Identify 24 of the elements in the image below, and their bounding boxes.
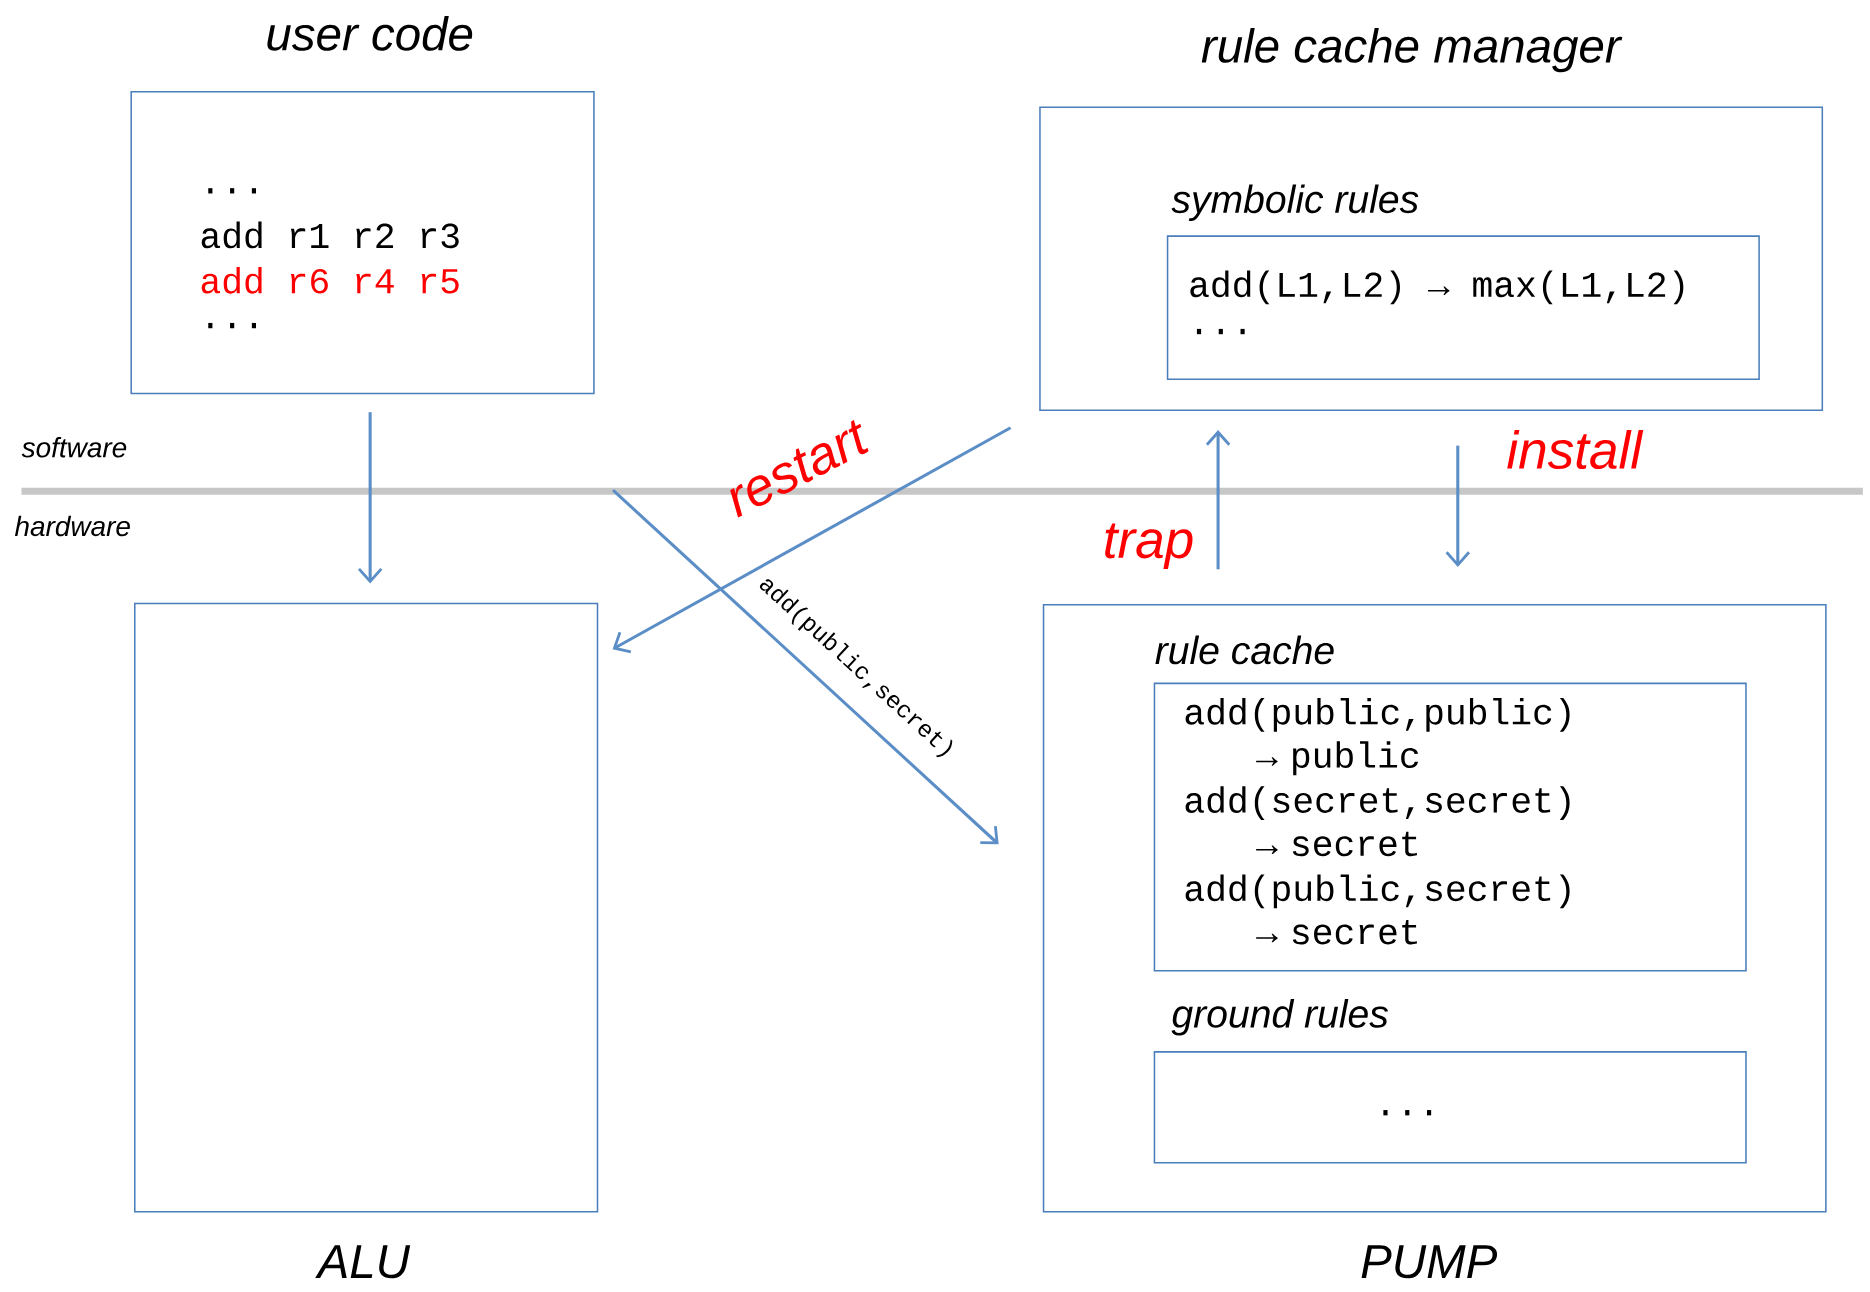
arrow <box>1445 445 1470 568</box>
layer-label: hardware <box>14 515 130 537</box>
edge-label: trap <box>1105 523 1193 570</box>
box-title: symbolic rules <box>1171 184 1419 222</box>
box-title: ground rules <box>1171 999 1388 1036</box>
code-line: ... <box>208 323 256 329</box>
box-title: rule cache manager <box>1201 28 1623 73</box>
edge-label: install <box>1507 430 1644 470</box>
code-line: add r1 r2 r3 <box>201 221 459 249</box>
rule-text: add(L1,L2) → max(L1,L2) <box>1190 270 1684 305</box>
rule-text: ... <box>1196 329 1245 335</box>
code-line: ... <box>208 188 256 194</box>
box-title: ALU <box>315 1245 411 1279</box>
arrow <box>1205 430 1231 570</box>
code-line: add r6 r4 r5 <box>201 267 459 294</box>
box-title: user code <box>267 16 473 52</box>
arrow <box>611 489 999 845</box>
arrow <box>357 412 383 584</box>
box-title: PUMP <box>1361 1245 1498 1279</box>
rule-text: add(public,secret) → secret <box>1185 874 1570 945</box>
ellipsis: ... <box>1383 1110 1432 1116</box>
layer-label: software <box>21 437 127 458</box>
box-title: rule cache <box>1155 635 1334 665</box>
arrow <box>612 426 1012 654</box>
